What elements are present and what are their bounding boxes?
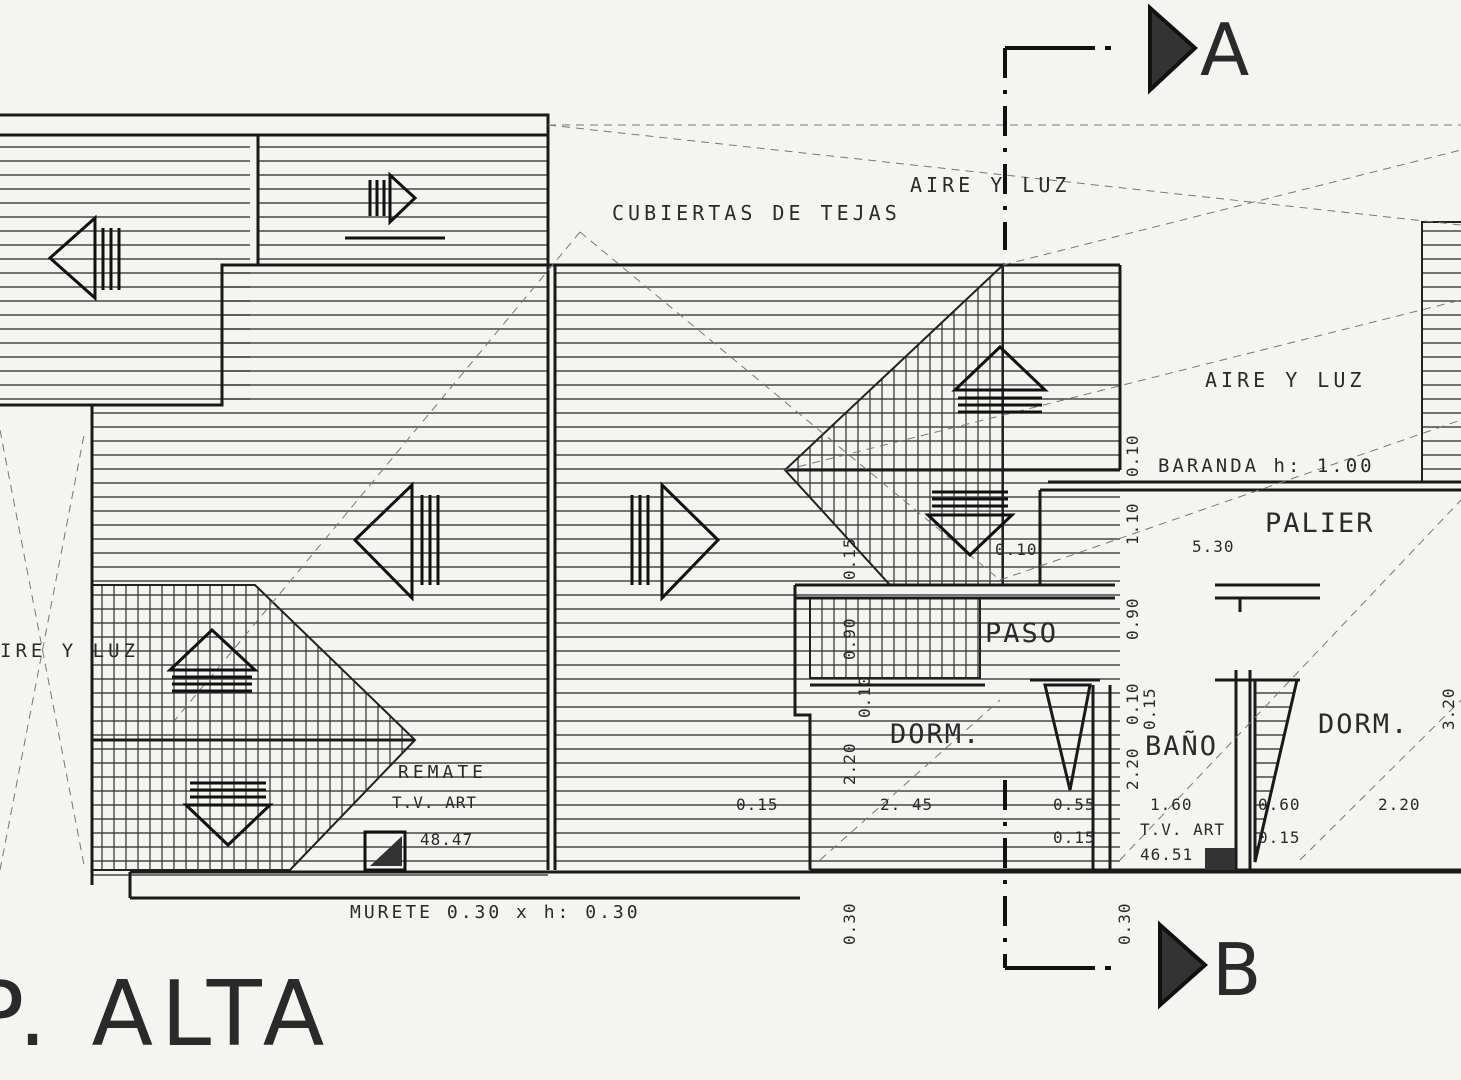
dim-0-15-d: 0.15 [1140,687,1159,730]
dim-0-30-a: 0.30 [840,902,859,945]
dim-0-10-a: 0.10 [995,540,1038,559]
drawing-title: P. ALTA [0,962,332,1067]
label-tv-art-left: T.V. ART [392,793,477,812]
dim-1-10: 1.10 [1123,502,1142,545]
room-paso: PASO [985,618,1058,649]
dim-3-20: 3.20 [1439,687,1458,730]
dim-0-10-e: 0.10 [855,675,874,718]
room-palier: PALIER [1265,508,1375,539]
label-aire-y-luz-right: AIRE Y LUZ [1205,368,1365,392]
rooms-walls [793,480,1461,872]
guide-lines [0,124,1461,871]
dim-0-15-a: 0.15 [736,795,779,814]
label-murete: MURETE 0.30 x h: 0.30 [350,902,641,923]
label-baranda: BARANDA h: 1.00 [1158,455,1375,477]
room-dorm-left: DORM. [890,719,981,750]
arrow-left-icon [352,481,440,602]
slope-arrows [47,171,1049,848]
section-label-a: A [1200,8,1249,92]
dim-0-60: 0.60 [1258,795,1301,814]
dim-2-20-b: 2.20 [1123,747,1142,790]
dim-2-45: 2. 45 [880,795,933,814]
dim-2-20-c: 2.20 [1378,795,1421,814]
dim-0-30-b: 0.30 [1115,902,1134,945]
arrow-up-icon [166,627,259,693]
dim-0-90-b: 0.90 [840,617,859,660]
label-cubiertas-de-tejas: CUBIERTAS DE TEJAS [612,201,901,225]
dim-5-30: 5.30 [1192,537,1235,556]
room-bano: BAÑO [1145,730,1218,762]
dim-0-90: 0.90 [1123,597,1142,640]
dim-1-60: 1.60 [1150,795,1193,814]
arrow-left-icon [47,214,121,302]
arrow-right-icon [345,171,445,240]
dim-0-15-e: 0.15 [840,537,859,580]
dim-0-10-c: 0.10 [1123,682,1142,725]
section-cut-lines [1003,3,1209,1010]
tv-antenna-boxes [363,830,1235,872]
section-arrow-a-icon [1148,3,1198,95]
dim-0-15-b: 0.15 [1053,828,1096,847]
hip-planes [91,221,1461,871]
section-label-b: B [1212,928,1261,1012]
label-aire-y-luz-top: AIRE Y LUZ [910,173,1070,197]
label-aire-y-luz-left: IRE Y LUZ [0,640,139,662]
roof-outline [0,113,1461,900]
arrow-down-icon [924,490,1016,558]
arrow-up-icon [951,344,1049,414]
room-dorm-right: DORM. [1318,709,1409,740]
dim-2-20-a: 2.20 [840,742,859,785]
arrow-right-icon [630,481,721,602]
dim-0-55: 0.55 [1053,795,1096,814]
dim-0-15-c: 0.15 [1258,828,1301,847]
label-tv-art-right: T.V. ART [1140,820,1225,839]
dim-0-10-b: 0.10 [1123,434,1142,477]
arrow-down-icon [182,781,274,848]
label-tv-art-right-level: 46.51 [1140,845,1193,864]
label-remate: REMATE [398,762,487,783]
section-arrow-b-icon [1158,920,1209,1010]
label-tv-art-left-level: 48.47 [420,830,473,849]
